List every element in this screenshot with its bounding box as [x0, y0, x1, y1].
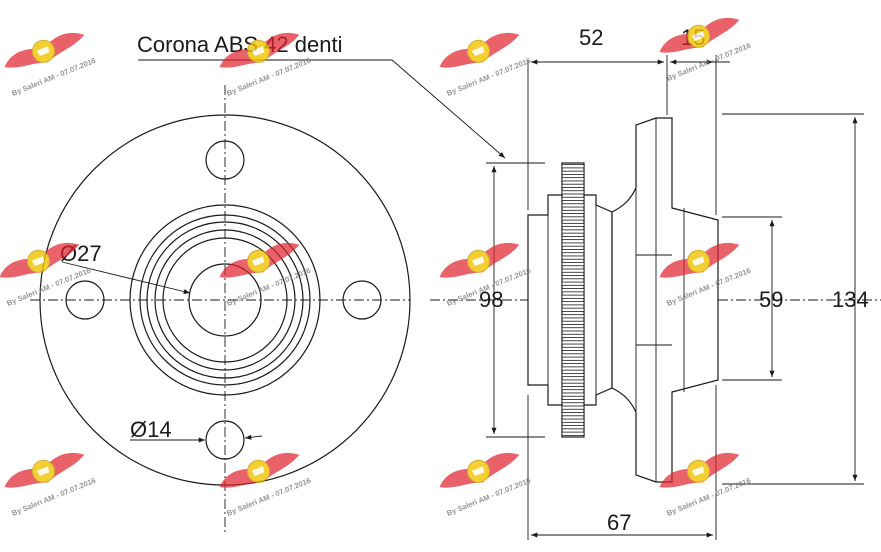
abs-tooth: [561, 281, 585, 286]
watermark-stamp: By Saleri AM - 07.07.2016: [214, 444, 312, 518]
dim-98-label: 98: [479, 287, 503, 312]
front-view: [30, 85, 411, 535]
dim-134-label: 134: [832, 287, 869, 312]
abs-tooth: [561, 294, 585, 299]
abs-tone-ring: [561, 162, 585, 438]
abs-tooth: [561, 418, 585, 423]
watermark-stamp: By Saleri AM - 07.07.2016: [0, 444, 97, 518]
abs-tooth: [561, 262, 585, 267]
abs-tooth: [561, 353, 585, 358]
abs-tooth: [561, 320, 585, 325]
abs-tooth: [561, 164, 585, 169]
side-view: [430, 55, 881, 540]
abs-tooth: [561, 346, 585, 351]
watermark-stamp: By Saleri AM - 07.07.2016: [0, 234, 92, 308]
dim-67-label: 67: [607, 510, 631, 535]
abs-tooth: [561, 301, 585, 306]
watermark-stamp: By Saleri AM - 07.07.2016: [434, 444, 532, 518]
abs-tooth: [561, 307, 585, 312]
abs-tooth: [561, 333, 585, 338]
watermark-stamp: By Saleri AM - 07.07.2016: [654, 9, 752, 83]
abs-tooth: [561, 170, 585, 175]
abs-tooth: [561, 235, 585, 241]
abs-tooth: [561, 314, 585, 319]
corona-leader-line: [138, 59, 506, 159]
abs-tooth: [561, 222, 585, 228]
abs-tooth: [561, 431, 585, 436]
abs-tooth: [561, 327, 585, 332]
abs-tooth: [561, 242, 585, 247]
abs-tooth: [561, 177, 585, 182]
abs-tooth: [561, 399, 585, 404]
abs-tooth: [561, 412, 585, 417]
abs-tooth: [561, 340, 585, 345]
diameter-14-label: Ø14: [130, 417, 172, 442]
abs-tooth: [561, 379, 585, 384]
abs-tooth: [561, 183, 585, 188]
abs-tooth: [561, 288, 585, 293]
abs-tooth: [561, 209, 585, 214]
abs-tooth: [561, 392, 585, 397]
abs-tooth: [561, 366, 585, 371]
abs-tooth: [561, 216, 585, 221]
abs-tooth: [561, 268, 585, 273]
abs-tooth: [561, 203, 585, 208]
dim-52-label: 52: [579, 25, 603, 50]
abs-tooth: [561, 405, 585, 410]
dim-59-label: 59: [759, 287, 783, 312]
watermark-stamp: By Saleri AM - 07.07.2016: [434, 24, 532, 98]
watermark-stamp: By Saleri AM - 07.07.2016: [214, 234, 312, 308]
abs-tooth: [561, 196, 585, 201]
abs-tooth: [561, 359, 585, 365]
abs-tooth: [561, 249, 585, 254]
abs-tooth: [561, 190, 585, 195]
abs-tooth: [561, 255, 585, 260]
watermark-stamp: By Saleri AM - 07.07.2016: [0, 24, 97, 98]
abs-tooth: [561, 425, 585, 430]
abs-tooth: [561, 275, 585, 280]
abs-tooth: [561, 372, 585, 378]
abs-tooth: [561, 386, 585, 391]
abs-tooth: [561, 229, 585, 234]
